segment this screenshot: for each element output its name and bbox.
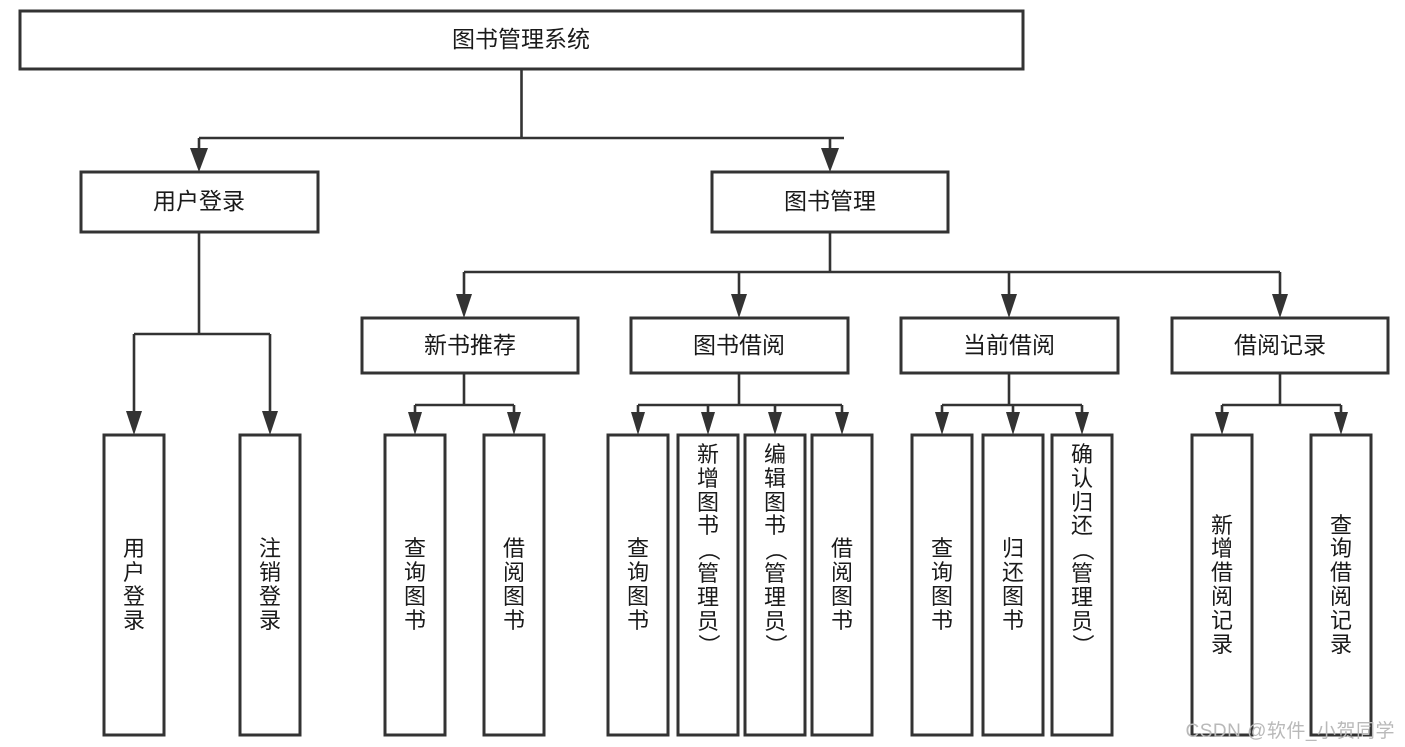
node-borrow-record-rect[interactable] (1170, 316, 1390, 375)
node-root-rect[interactable] (18, 9, 1025, 71)
leaf-rect-edit-book-admin[interactable] (743, 433, 807, 737)
node-new-book-recommend-label: 新书推荐 (424, 332, 516, 358)
arrow-head-user-login (190, 148, 208, 172)
arrow-head-leaf-query-book-recommend (408, 412, 422, 435)
leaf-rect-confirm-return-admin[interactable] (1050, 433, 1114, 737)
node-book-borrow-label: 图书借阅 (693, 332, 785, 358)
leaf-rect-borrow-book-recommend[interactable] (482, 433, 546, 737)
leaf-rect-query-book-borrow[interactable] (606, 433, 670, 737)
node-root[interactable]: 图书管理系统 (18, 9, 1025, 71)
arrow-head-new-book-recommend (456, 294, 472, 318)
connector-group-root (190, 69, 844, 172)
arrow-head-borrow-record (1272, 294, 1288, 318)
arrow-head-leaf-return-book (1006, 412, 1020, 435)
node-book-management-label: 图书管理 (784, 188, 876, 214)
connector-group-book-borrow (631, 373, 849, 435)
watermark-text: CSDN @软件_小贺同学 (1185, 721, 1395, 742)
node-borrow-record-label: 借阅记录 (1234, 332, 1326, 358)
arrow-head-leaf-edit-book-admin (768, 412, 782, 435)
leaf-rect-return-book[interactable] (981, 433, 1045, 737)
arrow-head-leaf-logout (262, 411, 278, 435)
node-user-login[interactable]: 用户登录 (79, 170, 320, 234)
arrow-head-book-management (821, 148, 839, 172)
leaf-rect-logout[interactable] (238, 433, 302, 737)
arrow-head-leaf-user-login (126, 411, 142, 435)
arrow-head-leaf-query-book-borrow (631, 412, 645, 435)
leaf-rect-add-borrow-record[interactable] (1190, 433, 1254, 737)
leaf-boxes (102, 433, 1373, 737)
arrow-head-leaf-borrow-book-recommend (507, 412, 521, 435)
arrow-head-leaf-add-borrow-record (1215, 412, 1229, 435)
node-current-borrow[interactable]: 当前借阅 (899, 316, 1120, 375)
connector-group-book-management (456, 232, 1288, 318)
connector-group-new-book-recommend (408, 373, 521, 435)
connector-group-current-borrow (935, 373, 1089, 435)
arrow-head-leaf-query-book-current (935, 412, 949, 435)
node-borrow-record[interactable]: 借阅记录 (1170, 316, 1390, 375)
node-root-label: 图书管理系统 (452, 26, 590, 52)
node-new-book-recommend[interactable]: 新书推荐 (360, 316, 580, 375)
leaf-rect-user-login[interactable] (102, 433, 166, 737)
arrow-head-leaf-add-book-admin (701, 412, 715, 435)
node-user-login-rect[interactable] (79, 170, 320, 234)
leaf-rect-borrow-book[interactable] (810, 433, 874, 737)
arrow-head-current-borrow (1001, 294, 1017, 318)
leaf-rect-query-book-current[interactable] (910, 433, 974, 737)
arrow-head-leaf-borrow-book (835, 412, 849, 435)
arrow-head-leaf-confirm-return-admin (1075, 412, 1089, 435)
node-new-book-recommend-rect[interactable] (360, 316, 580, 375)
node-book-management-rect[interactable] (710, 170, 950, 234)
node-current-borrow-rect[interactable] (899, 316, 1120, 375)
node-book-management[interactable]: 图书管理 (710, 170, 950, 234)
leaf-rect-query-borrow-record[interactable] (1309, 433, 1373, 737)
arrow-head-leaf-query-borrow-record (1334, 412, 1348, 435)
node-current-borrow-label: 当前借阅 (963, 332, 1055, 358)
leaf-rect-query-book-recommend[interactable] (383, 433, 447, 737)
node-book-borrow[interactable]: 图书借阅 (629, 316, 850, 375)
arrow-head-book-borrow (731, 294, 747, 318)
connector-group-borrow-record (1215, 373, 1348, 435)
connector-group-user-login (126, 232, 278, 435)
node-book-borrow-rect[interactable] (629, 316, 850, 375)
leaf-rect-add-book-admin[interactable] (676, 433, 740, 737)
node-user-login-label: 用户登录 (153, 188, 245, 214)
